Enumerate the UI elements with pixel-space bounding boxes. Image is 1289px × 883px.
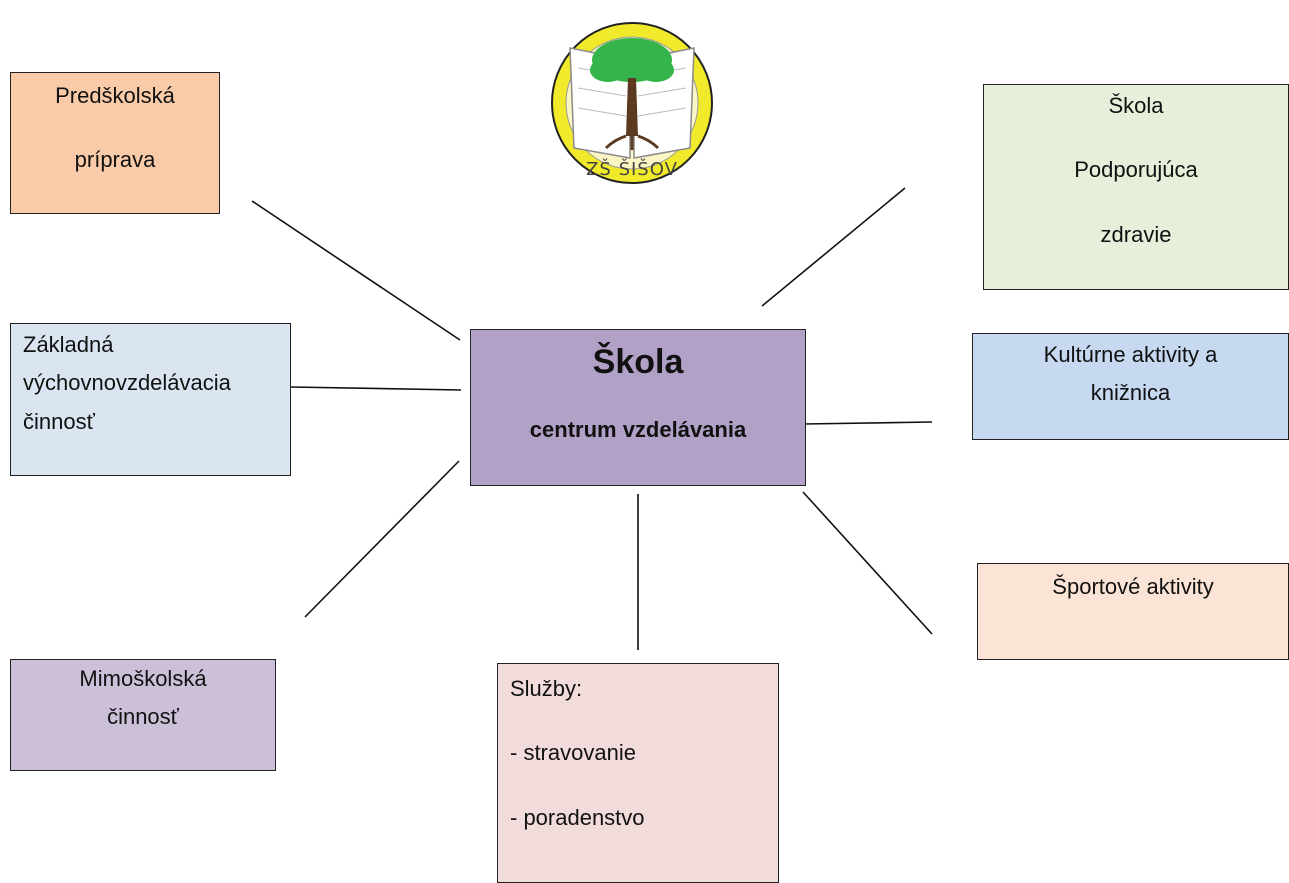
node-extracurricular-line-2: činnosť bbox=[107, 704, 179, 730]
node-sport-line-1: Športové aktivity bbox=[1052, 574, 1214, 599]
node-services: Služby: - stravovanie - poradenstvo bbox=[497, 663, 779, 883]
center-subtitle: centrum vzdelávania bbox=[529, 416, 747, 442]
node-health-line-3: zdravie bbox=[1100, 221, 1172, 247]
node-basic-education: Základná výchovnovzdelávacia činnosť bbox=[10, 323, 291, 476]
node-culture: Kultúrne aktivity a knižnica bbox=[972, 333, 1289, 440]
school-logo: ZŠ ŠIŠOV bbox=[551, 22, 713, 184]
node-preschool-line-2: príprava bbox=[74, 147, 156, 173]
node-extracurricular-line-1: Mimoškolská bbox=[79, 666, 207, 691]
node-center: Škola centrum vzdelávania bbox=[470, 329, 806, 486]
connector-health bbox=[761, 187, 906, 307]
connector-culture bbox=[802, 421, 933, 425]
center-title: Škola bbox=[592, 343, 684, 381]
node-health-line-2: Podporujúca bbox=[1074, 157, 1198, 183]
connector-preschool bbox=[251, 200, 461, 341]
logo-text: ZŠ ŠIŠOV bbox=[586, 158, 678, 180]
node-extracurricular: Mimoškolská činnosť bbox=[10, 659, 276, 771]
node-services-line-3: - poradenstvo bbox=[510, 804, 645, 830]
node-sport: Športové aktivity bbox=[977, 563, 1289, 660]
node-preschool-line-1: Predškolská bbox=[55, 83, 175, 108]
connector-extracurricular bbox=[304, 460, 460, 618]
node-services-line-1: Služby: bbox=[510, 676, 583, 701]
connector-sport bbox=[802, 491, 933, 635]
node-culture-line-1: Kultúrne aktivity a bbox=[1043, 342, 1218, 367]
tree-icon bbox=[590, 38, 674, 150]
node-health-school: Škola Podporujúca zdravie bbox=[983, 84, 1289, 290]
connector-basic bbox=[290, 386, 462, 391]
node-health-line-1: Škola bbox=[1108, 93, 1164, 118]
node-preschool: Predškolská príprava bbox=[10, 72, 220, 214]
node-basic-line-1: Základná bbox=[23, 332, 114, 357]
node-basic-line-2: výchovnovzdelávacia bbox=[23, 370, 231, 396]
node-culture-line-2: knižnica bbox=[1090, 380, 1171, 406]
node-basic-line-3: činnosť bbox=[23, 408, 95, 434]
node-services-line-2: - stravovanie bbox=[510, 740, 636, 766]
